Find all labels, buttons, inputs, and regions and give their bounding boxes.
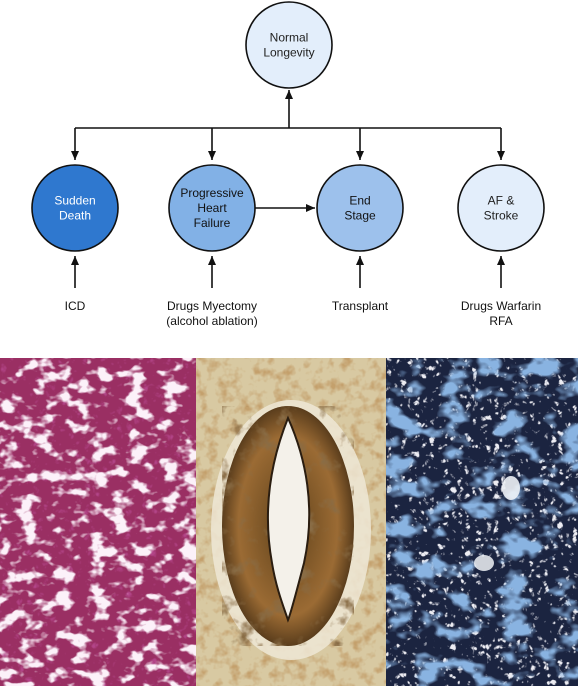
histology-image-left bbox=[0, 358, 196, 686]
vessel-lumen bbox=[267, 415, 311, 623]
text-line: Progressive bbox=[180, 186, 244, 200]
text-line: Drugs Myectomy bbox=[167, 299, 257, 313]
text-line: Drugs Warfarin bbox=[461, 299, 541, 313]
node-normal-longevity-circle bbox=[245, 1, 333, 89]
node-af-stroke-circle bbox=[457, 164, 545, 252]
histology-panel-myocyte-disarray bbox=[0, 358, 196, 686]
node-progressive-heart-failure-circle bbox=[168, 164, 256, 252]
text-line: RFA bbox=[489, 314, 512, 328]
text-line: (alcohol ablation) bbox=[166, 314, 257, 328]
connector-lines bbox=[71, 90, 505, 288]
text-line: Heart bbox=[197, 201, 227, 215]
node-af-stroke: AF &Stroke bbox=[457, 164, 545, 252]
text-line: Death bbox=[59, 209, 91, 223]
text-line: Stage bbox=[344, 209, 376, 223]
histology-image-middle bbox=[196, 358, 386, 686]
text-line: AF & bbox=[488, 194, 515, 208]
text-line: Sudden bbox=[54, 194, 95, 208]
text-line: ICD bbox=[65, 299, 86, 313]
treatment-drugs-myectomy: Drugs Myectomy(alcohol ablation) bbox=[166, 299, 257, 328]
node-af-stroke-label: AF &Stroke bbox=[484, 194, 519, 223]
text-line: Transplant bbox=[332, 299, 389, 313]
treatment-icd: ICD bbox=[65, 299, 86, 313]
histology-panels bbox=[0, 358, 578, 686]
text-line: Normal bbox=[270, 31, 309, 45]
histology-image-right bbox=[386, 358, 578, 686]
text-line: End bbox=[349, 194, 370, 208]
text-line: Failure bbox=[194, 216, 231, 230]
text-line: Stroke bbox=[484, 209, 519, 223]
treatment-transplant: Transplant bbox=[332, 299, 389, 313]
histology-panel-small-vessel bbox=[196, 358, 386, 686]
node-end-stage-circle bbox=[316, 164, 404, 252]
histology-panel-fibrosis bbox=[386, 358, 578, 686]
node-sudden-death-circle bbox=[31, 164, 119, 252]
text-line: Longevity bbox=[263, 46, 314, 60]
